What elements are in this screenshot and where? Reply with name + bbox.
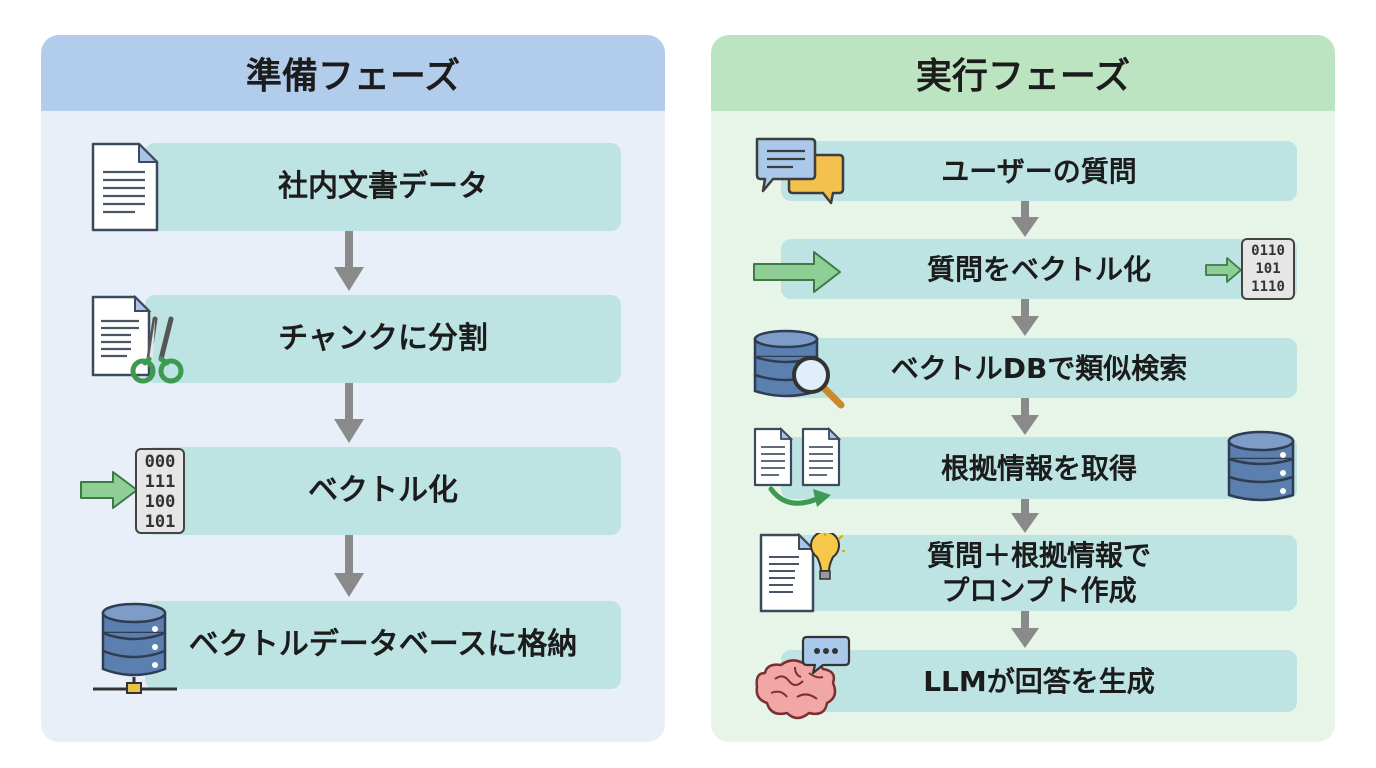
step-llm-answer: LLMが回答を生成 — [781, 650, 1297, 712]
database-icon — [1227, 430, 1295, 502]
database-network-icon — [93, 602, 177, 694]
green-arrow-icon — [753, 251, 841, 293]
preparation-phase-title: 準備フェーズ — [41, 35, 665, 111]
chat-bubbles-icon — [755, 137, 845, 205]
step-vectorize: ベクトル化 — [145, 447, 621, 535]
step-vectorize-question: 質問をベクトル化 — [781, 239, 1297, 299]
execution-phase-panel: 実行フェーズ ユーザーの質問 質問をベクトル化 ベクトルDBで類似検索 根拠情報… — [711, 35, 1335, 742]
binary-data-icon: 000 111 100 101 — [79, 445, 189, 537]
step-retrieve-evidence: 根拠情報を取得 — [781, 437, 1297, 499]
step-internal-documents: 社内文書データ — [145, 143, 621, 231]
document-scissors-icon — [91, 295, 184, 384]
flow-arrow — [1011, 499, 1039, 533]
flow-arrow — [334, 231, 364, 291]
step-user-question: ユーザーの質問 — [781, 141, 1297, 201]
flow-arrow — [1011, 611, 1039, 648]
green-arrow-icon — [80, 471, 138, 509]
step-similarity-search: ベクトルDBで類似検索 — [781, 338, 1297, 398]
flow-arrow — [334, 535, 364, 597]
preparation-phase-panel: 準備フェーズ 社内文書データ チャンクに分割 ベクトル化 ベクトルデータベースに… — [41, 35, 665, 742]
document-icon — [91, 142, 159, 232]
documents-arrow-icon — [753, 426, 842, 507]
binary-data-icon: 0110 101 1110 — [1205, 237, 1299, 303]
flow-arrow — [334, 383, 364, 443]
step-create-prompt-line2: プロンプト作成 — [941, 574, 1137, 607]
green-arrow-icon — [1205, 257, 1242, 283]
brain-chat-icon — [755, 635, 851, 720]
execution-phase-title: 実行フェーズ — [711, 35, 1335, 111]
document-lightbulb-icon — [759, 533, 845, 613]
step-chunk-split: チャンクに分割 — [145, 295, 621, 383]
step-create-prompt-line1: 質問＋根拠情報で — [926, 539, 1151, 572]
database-search-icon — [753, 329, 845, 409]
step-store-vector-db: ベクトルデータベースに格納 — [145, 601, 621, 689]
step-create-prompt: 質問＋根拠情報で プロンプト作成 — [781, 535, 1297, 611]
flow-arrow — [1011, 398, 1039, 435]
flow-arrow — [1011, 201, 1039, 237]
flow-arrow — [1011, 299, 1039, 336]
